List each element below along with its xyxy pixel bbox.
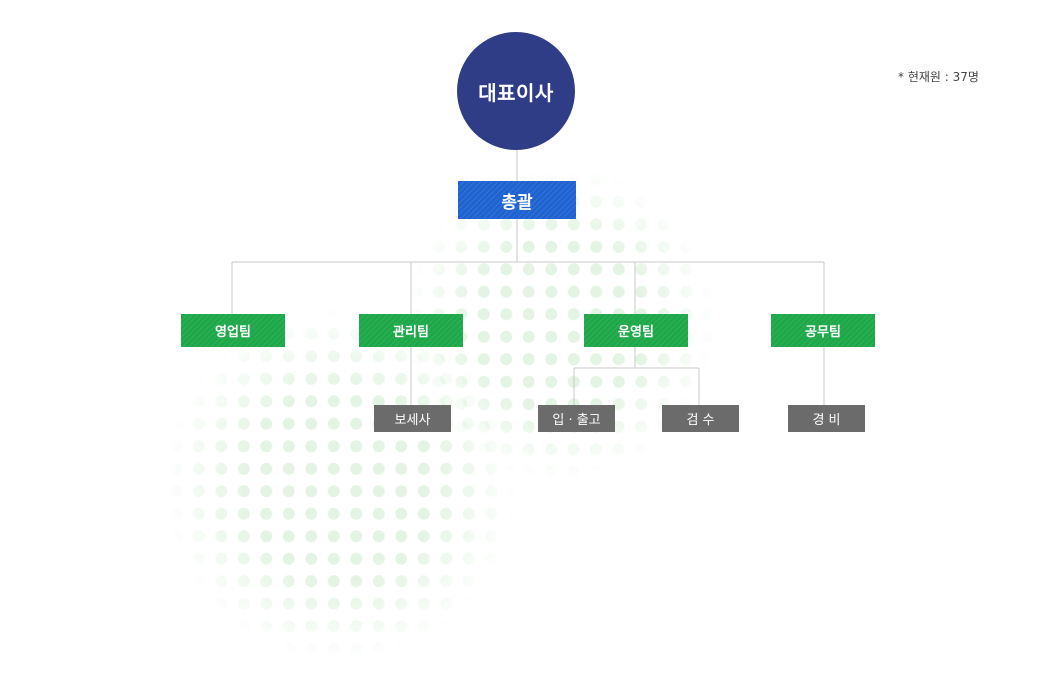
sub-node-inspection: 검 수 bbox=[662, 405, 739, 432]
team-node-sales: 영업팀 bbox=[181, 314, 285, 347]
sub-node-inbound-outbound: 입 · 출고 bbox=[538, 405, 615, 432]
general-management-node: 총괄 bbox=[458, 181, 576, 219]
sub-node-security: 경 비 bbox=[788, 405, 865, 432]
sub-node-bonded-officer: 보세사 bbox=[374, 405, 451, 432]
headcount-note: * 현재원 : 37명 bbox=[898, 70, 979, 84]
team-node-management: 관리팀 bbox=[359, 314, 463, 347]
ceo-node: 대표이사 bbox=[457, 32, 575, 150]
team-node-operations: 운영팀 bbox=[584, 314, 688, 347]
team-node-engineering: 공무팀 bbox=[771, 314, 875, 347]
